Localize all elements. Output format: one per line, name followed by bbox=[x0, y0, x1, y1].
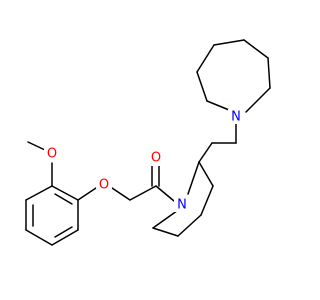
atom-nitrogen-piperidine: N bbox=[177, 198, 187, 213]
bond bbox=[267, 57, 271, 89]
bond bbox=[77, 187, 97, 201]
bond bbox=[27, 141, 46, 151]
bond bbox=[152, 227, 179, 237]
bond bbox=[155, 185, 175, 202]
bonds bbox=[25, 39, 271, 246]
bond bbox=[129, 185, 157, 201]
atom-nitrogen-azepane: N bbox=[231, 110, 241, 125]
atom-oxygen-carbonyl: O bbox=[151, 151, 161, 166]
bond bbox=[243, 39, 269, 59]
bond bbox=[187, 161, 200, 195]
structure-canvas: N N O O O bbox=[25, 39, 271, 246]
bond bbox=[198, 142, 213, 163]
atom-labels: N N O O O bbox=[44, 109, 244, 213]
bond bbox=[51, 229, 79, 246]
bond bbox=[54, 193, 73, 205]
bond bbox=[54, 226, 73, 238]
bond bbox=[177, 214, 202, 237]
bond bbox=[111, 187, 131, 201]
bond bbox=[213, 39, 245, 46]
bond bbox=[196, 71, 208, 102]
atom-oxygen-methoxy: O bbox=[47, 147, 57, 162]
bond bbox=[25, 229, 53, 246]
bond bbox=[200, 185, 214, 216]
bond bbox=[25, 185, 53, 201]
bond bbox=[198, 161, 214, 187]
bond bbox=[245, 87, 271, 113]
molecule-structure: N N O O O bbox=[25, 39, 271, 246]
atom-oxygen-ether: O bbox=[99, 178, 109, 193]
bond bbox=[51, 185, 79, 201]
bond bbox=[196, 44, 215, 73]
